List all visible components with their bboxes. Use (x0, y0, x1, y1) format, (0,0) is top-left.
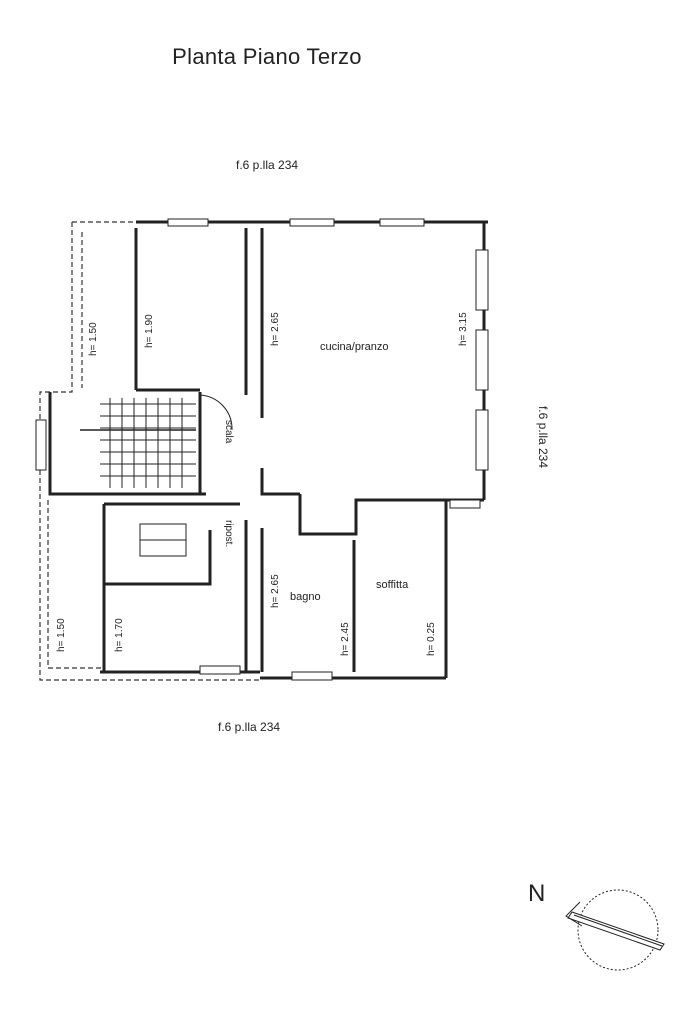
room-label-kitchen: cucina/pranzo (320, 341, 389, 353)
north-label: N (528, 880, 546, 907)
dashed-boundary (39, 221, 260, 681)
room-label-corridor: scala (223, 420, 234, 444)
room-label-bathroom: bagno (290, 591, 321, 603)
door-swing (199, 394, 233, 431)
staircase (80, 398, 196, 488)
compass-icon (565, 889, 665, 971)
height-label: h= 2.65 (270, 312, 281, 346)
room-label-closet: ripost. (223, 520, 234, 547)
height-label: h= 1.90 (144, 314, 155, 348)
plan-title: Planta Piano Terzo (172, 44, 362, 69)
height-label: h= 2.65 (270, 574, 281, 608)
windows (35, 218, 489, 681)
parcel-ref-top: f.6 p.lla 234 (236, 158, 299, 172)
height-label: h= 3.15 (458, 312, 469, 346)
parcel-ref-bottom: f.6 p.lla 234 (218, 720, 281, 734)
closet-fixture (139, 523, 187, 557)
walls (48, 220, 488, 680)
height-label: h= 1.50 (56, 618, 67, 652)
height-label: h= 0.25 (426, 622, 437, 656)
room-label-attic: soffitta (376, 579, 409, 591)
height-label: h= 2.45 (340, 622, 351, 656)
height-label: h= 1.50 (88, 322, 99, 356)
height-label: h= 1.70 (114, 618, 125, 652)
